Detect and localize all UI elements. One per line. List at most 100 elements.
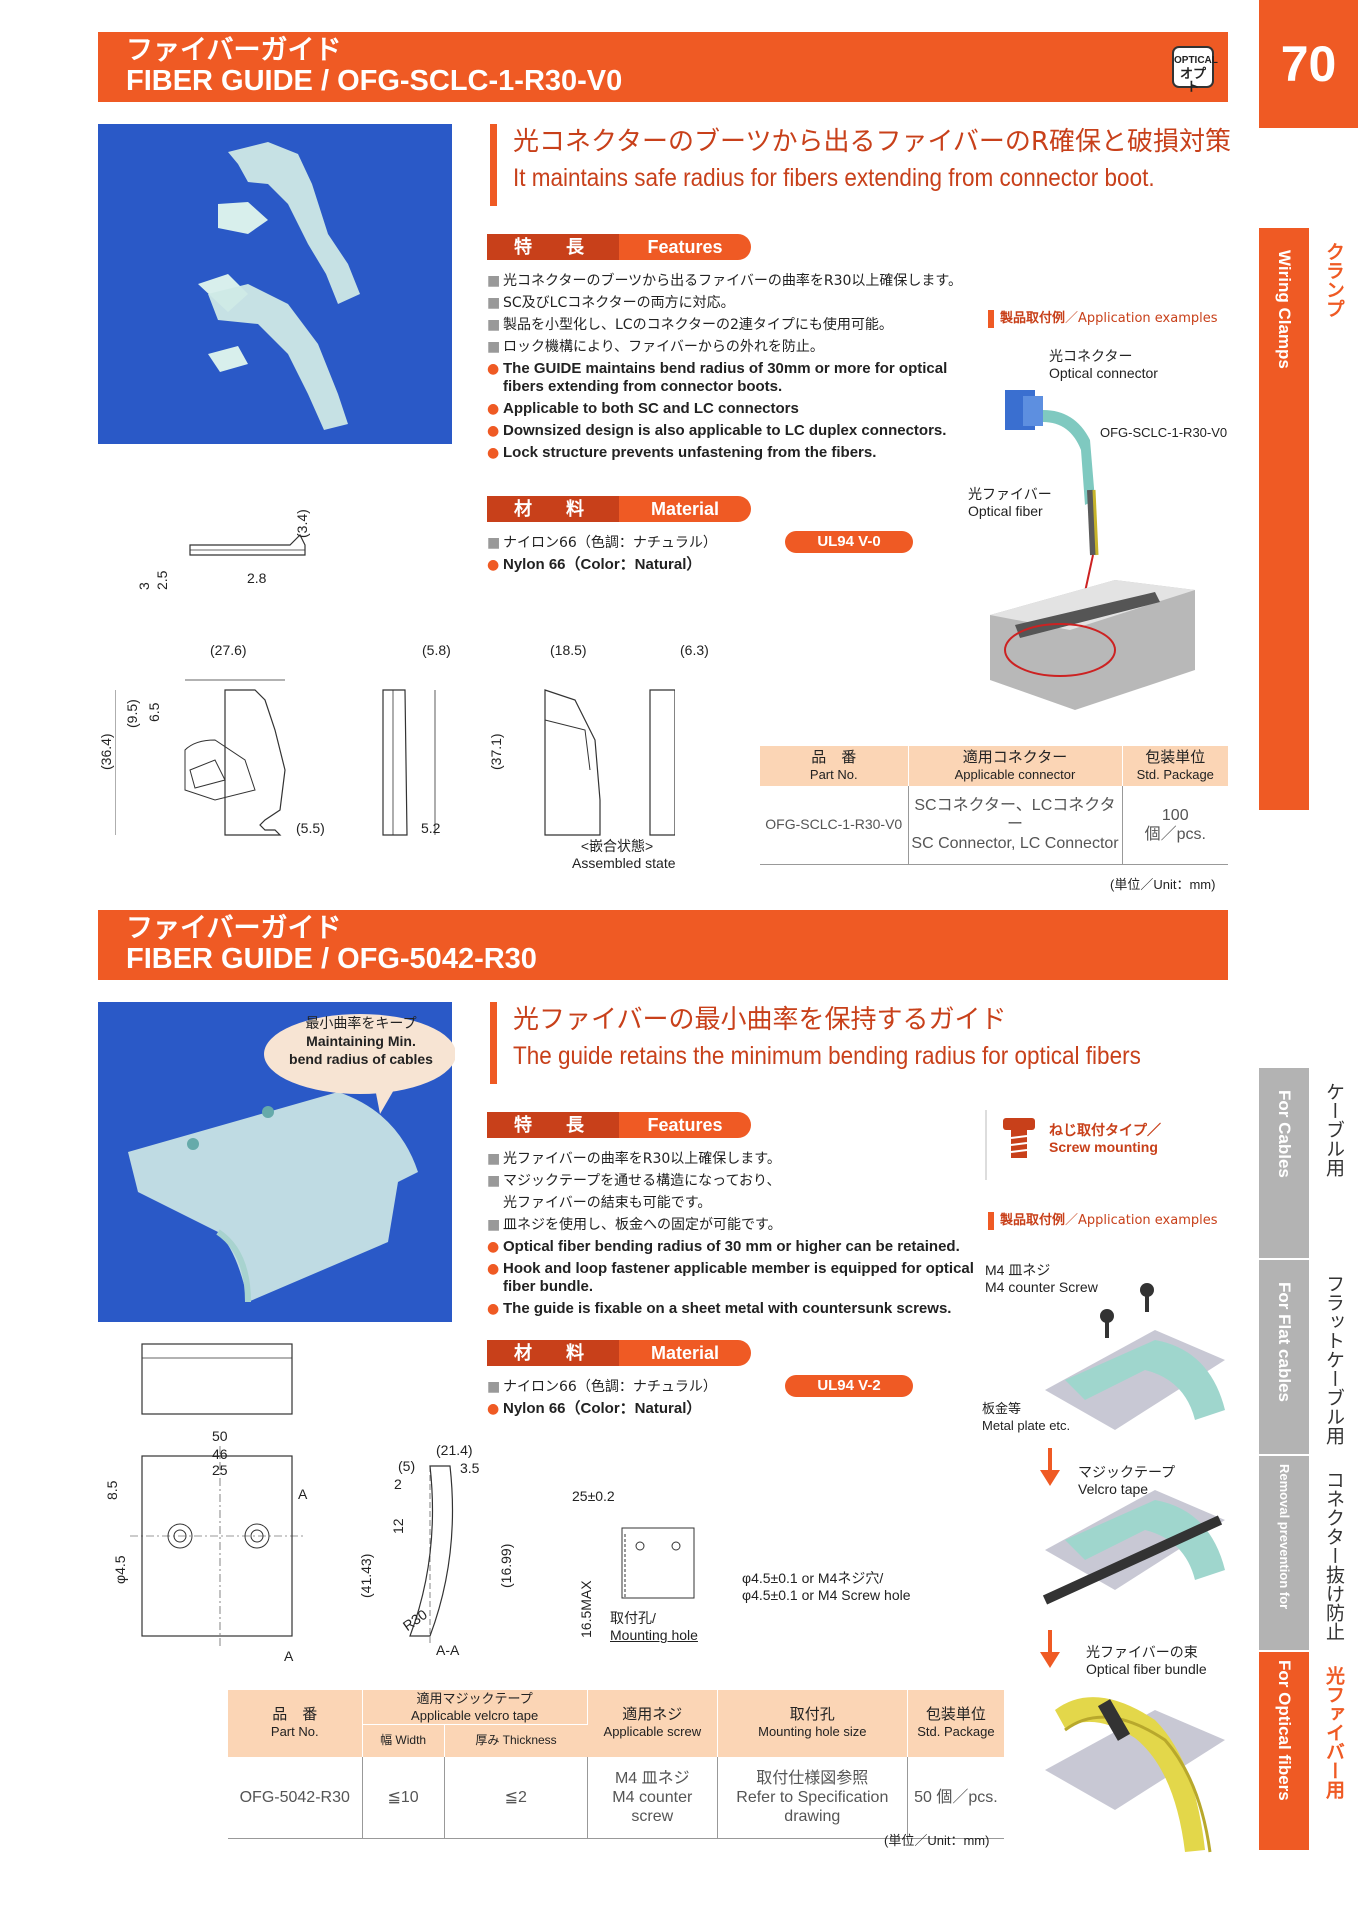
features-label-jp: 特 長 <box>487 234 619 260</box>
list-item: ■皿ネジを使用し、板金への固定が可能です。 <box>487 1217 782 1233</box>
material-label-en: Material <box>619 496 751 522</box>
dim-8-5: 8.5 <box>104 1480 120 1500</box>
section-label-a-a: A-A <box>436 1642 460 1658</box>
col-header-thickness: 厚み Thickness <box>444 1724 588 1757</box>
section2-application-examples-label: 製品取付例／Application examples <box>988 1212 1218 1230</box>
dim-5: (5) <box>398 1458 416 1474</box>
list-item: ●Applicable to both SC and LC connectors <box>487 400 799 417</box>
section1-features-list: ■光コネクターのブーツから出るファイバーの曲率をR30以上確保します。 ■SC及… <box>487 270 987 464</box>
section1-material-list: ■ナイロン66（色調：ナチュラル） ●Nylon 66（Color：Natura… <box>487 532 787 576</box>
list-item: ■光コネクターのブーツから出るファイバーの曲率をR30以上確保します。 <box>487 273 963 289</box>
label-hole-spec: φ4.5±0.1 or M4ネジ穴/φ4.5±0.1 or M4 Screw h… <box>742 1570 911 1603</box>
section1-headline-en: It maintains safe radius for fibers exte… <box>513 164 1155 192</box>
section1-title-jp: ファイバーガイド <box>126 35 342 66</box>
sidebar-item-for-cables[interactable]: For Cables ケーブル用 <box>1259 1066 1358 1258</box>
section2-headline-en: The guide retains the minimum bending ra… <box>513 1042 1141 1070</box>
list-item: ●Hook and loop fastener applicable membe… <box>487 1260 974 1295</box>
section2-title-jp: ファイバーガイド <box>126 913 342 944</box>
dim-6-5: 6.5 <box>146 702 162 722</box>
section1-title-band: ファイバーガイド FIBER GUIDE / OFG-SCLC-1-R30-V0 <box>98 32 1228 102</box>
sidebar-item-label: For Cables <box>1275 1090 1294 1178</box>
list-item: ■ナイロン66（色調：ナチュラル） <box>487 535 717 551</box>
section2-technical-drawings <box>130 1343 695 1646</box>
dim-21-4: (21.4) <box>436 1442 473 1458</box>
list-item: ■ロック機構により、ファイバーからの外れを防止。 <box>487 339 824 355</box>
dim-50: 50 <box>212 1428 228 1444</box>
dim-3-5: 3.5 <box>460 1460 480 1476</box>
sidebar-item-removal-prevention[interactable]: Removal prevention for connectors コネクター抜… <box>1227 1454 1358 1650</box>
section2-title-en: FIBER GUIDE / OFG-5042-R30 <box>126 943 537 975</box>
list-item: ●Downsized design is also applicable to … <box>487 422 947 439</box>
dim-6-3: (6.3) <box>680 642 709 658</box>
screw-mounting-text: ねじ取付タイプ／Screw mounting <box>1049 1122 1161 1155</box>
sidebar-item-wiring-clamps[interactable]: Wiring Clamps クランプ <box>1259 226 1358 810</box>
dim-2: 2 <box>394 1476 402 1492</box>
sidebar-item-label-jp: コネクター抜け防止 <box>1309 1456 1358 1650</box>
sidebar-item-for-flat-cables[interactable]: For Flat cables フラットケーブル用 <box>1259 1258 1358 1454</box>
section1-application-illustration <box>990 390 1195 710</box>
section2-title-band: ファイバーガイド FIBER GUIDE / OFG-5042-R30 <box>98 910 1228 980</box>
section1-application-examples-label: 製品取付例／Application examples <box>988 310 1218 328</box>
dim-2-5: 2.5 <box>154 570 170 590</box>
features-label-jp: 特 長 <box>487 1112 619 1138</box>
optical-badge-jp: オプト <box>1179 66 1206 94</box>
drawing-front-and-side-views <box>115 679 675 836</box>
dim-36-4: (36.4) <box>98 733 114 770</box>
list-item: 光ファイバーの結束も可能です。 <box>503 1195 712 1211</box>
cell-package: 50 個／pcs. <box>914 1788 998 1806</box>
sidebar-item-label-jp: フラットケーブル用 <box>1309 1260 1358 1454</box>
section1-title-en: FIBER GUIDE / OFG-SCLC-1-R30-V0 <box>126 65 623 97</box>
section1-headline: 光コネクターのブーツから出るファイバーのR確保と破損対策 It maintain… <box>490 124 1231 206</box>
sidebar-item-label: For Optical fibers <box>1275 1660 1294 1801</box>
cell-part: OFG-SCLC-1-R30-V0 <box>760 786 909 864</box>
material-label-en: Material <box>619 1340 751 1366</box>
screw-icon <box>1003 1118 1035 1158</box>
sidebar-item-for-optical-fibers[interactable]: For Optical fibers 光ファイバー用 <box>1259 1650 1358 1850</box>
features-label-en: Features <box>619 1112 751 1138</box>
list-item: ■ナイロン66（色調：ナチュラル） <box>487 1379 717 1395</box>
fiber-guide-5042-photo-shape <box>128 1092 418 1303</box>
list-item: ■マジックテープを通せる構造になっており、 <box>487 1173 781 1189</box>
dim-5-8: (5.8) <box>422 642 451 658</box>
dim-9-5: (9.5) <box>124 699 140 728</box>
section1-ul-rating-badge: UL94 V-0 <box>785 531 913 553</box>
sidebar-item-label: Removal prevention for connectors <box>1227 1464 1292 1610</box>
label-part-ofg-sclc: OFG-SCLC-1-R30-V0 <box>1100 425 1228 440</box>
material-label-jp: 材 料 <box>487 1340 619 1366</box>
section2-headline-jp: 光ファイバーの最小曲率を保持するガイド <box>513 1005 1007 1035</box>
section-marker-a-bottom: A <box>284 1648 294 1664</box>
section-marker-a-top: A <box>298 1486 308 1502</box>
cell-part: OFG-5042-R30 <box>228 1756 363 1839</box>
list-item: ●Lock structure prevents unfastening fro… <box>487 444 877 461</box>
dim-12: 12 <box>390 1518 406 1534</box>
label-mounting-hole: 取付孔/Mounting hole <box>610 1610 698 1643</box>
dim-16-99: (16.99) <box>498 1543 514 1588</box>
list-item: ●Nylon 66（Color：Natural） <box>487 1400 702 1417</box>
dim-27-6: (27.6) <box>210 642 247 658</box>
list-item: ●The guide is fixable on a sheet metal w… <box>487 1300 952 1317</box>
dim-16-5-max: 16.5MAX <box>578 1580 594 1638</box>
material-label-jp: 材 料 <box>487 496 619 522</box>
dim-5-2: 5.2 <box>421 820 441 836</box>
section1-product-photo <box>98 124 452 444</box>
section1-headline-jp: 光コネクターのブーツから出るファイバーのR確保と破損対策 <box>513 127 1231 157</box>
